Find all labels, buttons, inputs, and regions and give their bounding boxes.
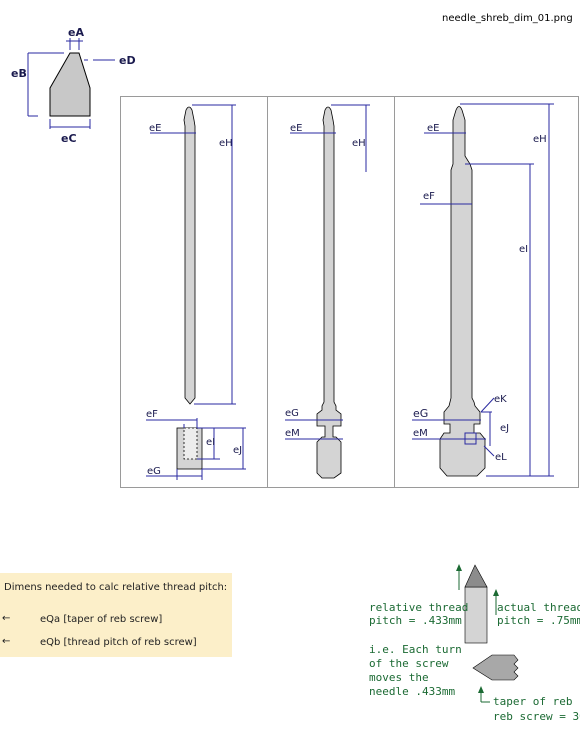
explanation-line3: moves the: [369, 671, 429, 684]
p3-label-eH: eH: [533, 134, 547, 145]
end-bore-1: [183, 427, 198, 460]
p2-label-eM: eM: [285, 428, 300, 439]
panel-3: eE eH eF eI eK eJ eL eG eM: [412, 103, 554, 477]
p3-label-eL: eL: [495, 452, 507, 463]
taper-line1: taper of reb: [493, 695, 572, 708]
explanation-line4: needle .433mm: [369, 685, 455, 698]
note-title: Dimens needed to calc relative thread pi…: [4, 582, 228, 593]
needle-shaft-1: [183, 106, 196, 405]
p3-label-eF: eF: [423, 191, 435, 202]
needle-shaft-2: [316, 106, 342, 479]
p1-label-eE: eE: [149, 123, 161, 134]
tip-detail: eA eB eC eD: [11, 26, 136, 145]
needle-shaft-3: [439, 106, 486, 477]
p1-label-eI: eI: [206, 437, 215, 448]
explanation-line1: i.e. Each turn: [369, 643, 462, 656]
panel-1: eE eH eF eI eJ eG: [146, 104, 246, 480]
tip-label-eD: eD: [119, 54, 136, 67]
p1-label-eF: eF: [146, 409, 158, 420]
tip-label-eA: eA: [68, 26, 84, 39]
relative-thread-line1: relative thread: [369, 601, 468, 614]
explanation-line2: of the screw: [369, 657, 449, 670]
p1-label-eJ: eJ: [233, 445, 242, 456]
p3-label-eM: eM: [413, 428, 428, 439]
actual-thread-line2: pitch = .75mm: [497, 614, 580, 627]
p2-label-eH: eH: [352, 138, 366, 149]
thread-pitch-sketch: relative thread pitch = .433mm actual th…: [369, 564, 580, 723]
needle-body: [464, 586, 488, 644]
note-line-eQb: eQb [thread pitch of reb screw]: [40, 637, 197, 648]
p2-label-eG: eG: [285, 408, 299, 419]
taper-line2: reb screw = 30: [493, 710, 580, 723]
note-arrow-icon: ←: [2, 613, 11, 624]
actual-thread-line1: actual thread: [497, 601, 580, 614]
reb-screw: [472, 654, 519, 681]
p1-label-eG: eG: [147, 466, 161, 477]
tip-shape: [49, 52, 91, 117]
filename-label: needle_shreb_dim_01.png: [442, 13, 573, 24]
p1-label-eH: eH: [219, 138, 233, 149]
p3-label-eI: eI: [519, 244, 528, 255]
tip-label-eB: eB: [11, 67, 27, 80]
needle-point: [464, 564, 488, 588]
note-line-eQa: eQa [taper of reb screw]: [40, 614, 163, 625]
tip-label-eC: eC: [61, 132, 77, 145]
p2-label-eE: eE: [290, 123, 302, 134]
panel-2: eE eH eG eM: [285, 104, 370, 479]
panels-frame: [120, 96, 579, 488]
p3-label-eK: eK: [494, 394, 507, 405]
p3-label-eE: eE: [427, 123, 439, 134]
dimensions-note: Dimens needed to calc relative thread pi…: [0, 573, 232, 657]
p3-label-eG: eG: [413, 407, 428, 420]
p3-label-eJ: eJ: [500, 423, 509, 434]
note-arrow-icon: ←: [2, 636, 11, 647]
relative-thread-line2: pitch = .433mm: [369, 614, 462, 627]
